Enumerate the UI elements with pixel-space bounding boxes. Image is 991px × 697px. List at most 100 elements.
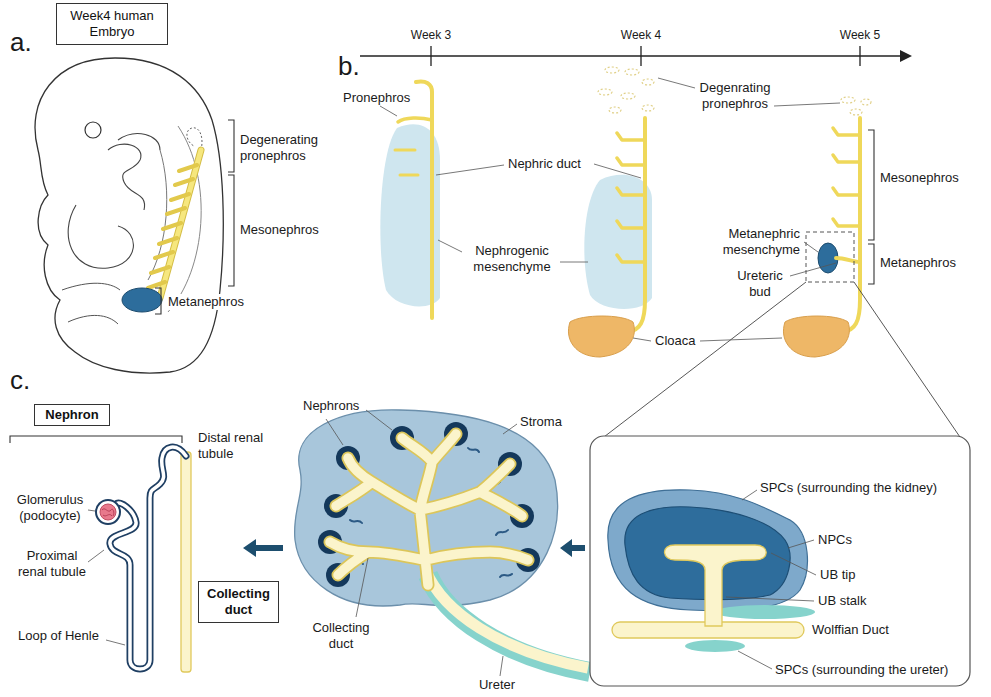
panel-letter: b. [338,50,360,82]
degenerating-pronephros [861,99,871,105]
week-label: Week 4 [621,28,661,43]
degenerating-pronephros [625,69,639,75]
figure-title-box: Week4 human Embryo [56,3,168,45]
mesonephric-tubule [617,133,645,262]
box-text: Week4 human Embryo [63,8,161,40]
week4-kidney-stage [568,67,654,357]
nephron-cap [318,422,540,587]
section-title-box: Nephron [34,404,109,426]
stage-label: Mesonephros [880,170,959,186]
inset-frame [590,436,970,686]
timeline-arrowhead [900,50,912,62]
degenerating-pronephros [609,107,621,113]
part-label: Glomerulus (podocyte) [7,492,93,524]
degenerating-pronephros [642,79,654,85]
part-label: Nephrons [303,398,359,414]
part-label: Distal renal tubule [198,430,276,462]
timeline [360,46,912,66]
kidney-stroma [295,410,558,606]
panel-letter: a. [10,26,32,58]
part-label: Stroma [520,414,562,430]
bracket [10,436,182,443]
cell-label: NPCs [818,532,852,548]
part-label: Degenrating pronephros [690,80,780,112]
metanephros-blob [122,288,162,312]
degenerating-pronephros [850,109,862,115]
timeline-tick [431,46,860,66]
bracket [155,120,234,314]
week-label: Week 5 [840,28,880,43]
stage-label: Metanephros [880,255,956,271]
embryo-illustration [35,58,234,373]
box-text: Nephron [45,407,98,423]
collecting-duct-tree [330,434,528,585]
ureteric-bud [664,545,766,626]
nephron-tubule [110,447,186,669]
part-label: Proximal renal tubule [12,548,92,580]
degenerating-pronephros [598,89,612,95]
pronephros-tubule [398,118,432,122]
collecting-duct-tube [181,452,191,672]
degenerating-pronephros [605,67,619,73]
part-label: Loop of Henle [18,628,99,644]
box-text: Collecting duct [207,586,270,618]
part-label: Metanephric mesenchyme [700,226,800,258]
flow-arrow [560,539,585,557]
stage-label: Degenerating pronephros [240,132,340,164]
flow-arrow [243,539,283,557]
kidney-illustration [295,410,590,672]
degenerating-pronephros [621,93,635,99]
section-title-box: Collecting duct [198,581,279,623]
part-label: Nephric duct [508,156,581,172]
degenerating-pronephros [841,97,871,115]
degenerating-pronephros [841,97,855,103]
stage-label: Metanephros [166,294,246,310]
pharyngeal-arches [108,134,160,210]
mesonephric-tubule [833,128,860,226]
ureteric-bud [836,258,860,262]
week-label: Week 3 [411,28,451,43]
ureter-mesenchyme [428,575,590,672]
glomerulus [100,504,116,520]
flow-arrow [243,539,585,557]
glomerulus-capillaries [102,509,114,516]
timeline-axis [360,55,902,57]
bowman-capsule [96,500,120,524]
nephron-illustration [10,436,191,672]
cloaca [783,316,849,357]
week3-kidney-stage [380,81,440,318]
cell-label: UB stalk [818,593,866,609]
zoom-box [806,232,854,282]
degenerating-pronephros [187,128,202,150]
spc-ureter-region [715,605,815,619]
part-label: Nephrogenic mesenchyme [466,243,558,275]
zoom-line [600,282,962,440]
cell-label: UB tip [820,567,855,583]
cell-label: SPCs (surrounding the kidney) [760,480,937,496]
embryo-eye [85,122,101,138]
part-label: Pronephros [343,90,410,106]
part-label: Collecting duct [306,620,376,652]
cell-label: Wolffian Duct [812,622,889,638]
nephric-duct [628,118,645,332]
leader-line [88,78,840,676]
collecting-duct-tree [330,434,528,585]
stage-label: Mesonephros [240,222,319,238]
nephron-tubule [110,447,186,669]
mesonephric-tubule [395,150,418,175]
cell-label: SPCs (surrounding the ureter) [775,662,948,678]
cloaca [568,316,634,357]
part-label: Cloaca [655,333,695,349]
part-label: Ureter [479,677,515,693]
mesonephric-tubules [148,165,197,288]
spc-ureter-region [685,640,745,652]
part-label: Ureteric bud [729,268,791,300]
ureter [426,571,588,668]
panel-letter: c. [10,364,30,396]
degenerating-pronephros [598,67,654,113]
inset-illustration [590,436,970,686]
limb-bud [62,283,120,324]
